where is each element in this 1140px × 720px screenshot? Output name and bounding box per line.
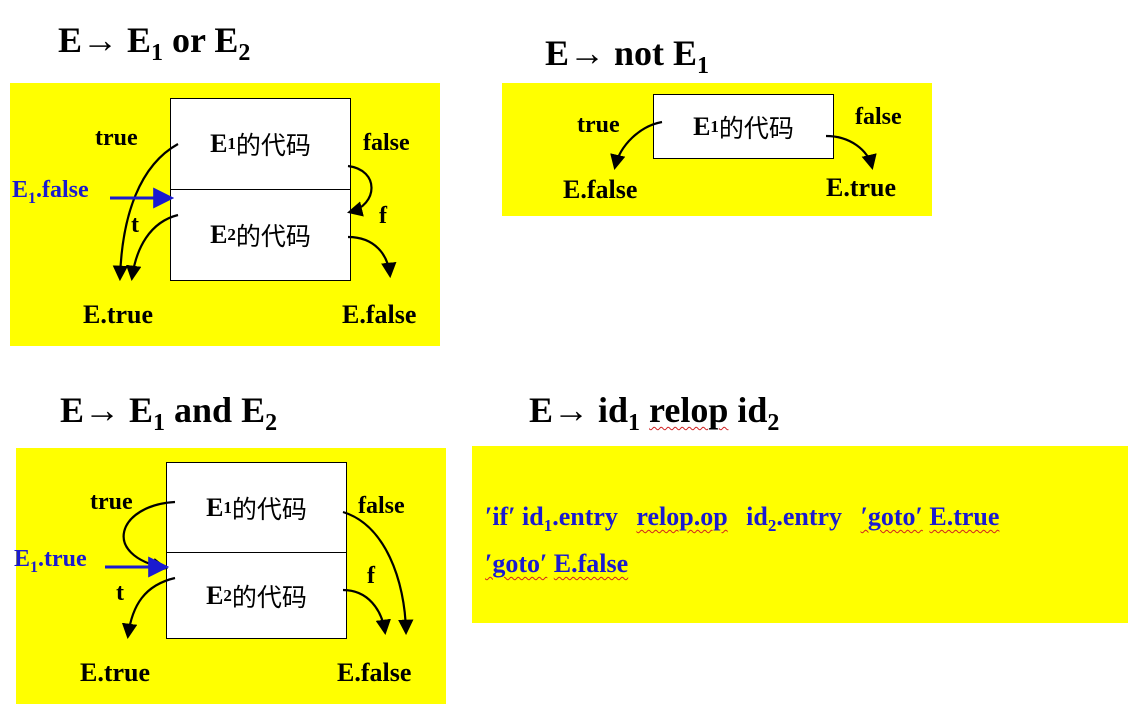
or-true-label: true <box>95 125 138 151</box>
or-t-label: t <box>131 212 139 238</box>
or-false-label: false <box>363 130 410 156</box>
relop-line-1: ′if′ id1.entry relop.op id2.entry ′goto′… <box>485 502 1000 536</box>
or-t-arrow <box>126 213 179 282</box>
not-false-label: false <box>855 104 902 130</box>
and-etrue-label: E.true <box>80 658 151 687</box>
and-f-arrow <box>342 588 391 636</box>
or-e1-false-label: E1.false <box>12 177 89 207</box>
or-false-arrow <box>347 164 373 217</box>
or-title: E→ E1 or E2 <box>58 20 251 67</box>
or-efalse-label: E.false <box>342 300 417 329</box>
not-title: E→ not E1 <box>545 33 710 80</box>
or-f-arrow <box>347 235 397 279</box>
and-true-label: true <box>90 489 133 515</box>
relop-code-text: ′if′ id1.entry relop.op id2.entry ′goto′… <box>485 498 1125 583</box>
or-f-label: f <box>379 203 387 229</box>
not-efalse-label: E.false <box>563 175 638 204</box>
relop-panel <box>472 446 1128 623</box>
not-true-label: true <box>577 112 620 138</box>
and-title: E→ E1 and E2 <box>60 390 278 437</box>
not-false-arrow <box>825 134 877 170</box>
not-etrue-label: E.true <box>826 173 897 202</box>
and-t-label: t <box>116 580 124 606</box>
and-false-arrow <box>342 510 414 636</box>
not-true-arrow <box>610 120 663 171</box>
and-t-arrow <box>121 576 176 640</box>
and-true-arrow <box>122 500 176 574</box>
and-false-label: false <box>358 493 405 519</box>
and-f-label: f <box>367 563 375 589</box>
and-e1-true-label: E1.true <box>14 546 87 576</box>
and-efalse-label: E.false <box>337 658 412 687</box>
or-true-arrow <box>112 143 179 282</box>
relop-line-2: ′goto′ E.false <box>485 549 629 579</box>
relop-title: E→ id1 relop id2 <box>529 390 780 437</box>
or-etrue-label: E.true <box>83 300 154 329</box>
